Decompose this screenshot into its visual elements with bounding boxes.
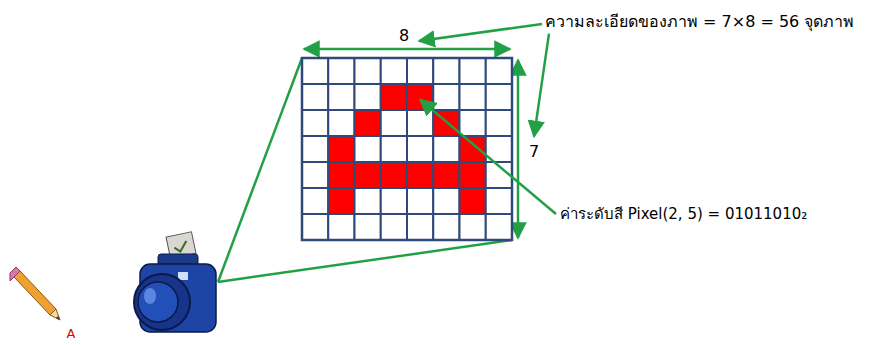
width-value: 8 (397, 26, 411, 45)
pixel-cell (355, 188, 381, 214)
pixel-cell (486, 84, 512, 110)
pixel-cell (460, 136, 486, 162)
pixel-cell (302, 162, 328, 188)
height-arrow (517, 60, 520, 238)
leader-arrow (420, 100, 556, 214)
pixel-cell (328, 188, 354, 214)
pixel-cell (460, 110, 486, 136)
pixel-cell (328, 58, 354, 84)
pixel-cell (355, 136, 381, 162)
pixel-cell (328, 84, 354, 110)
pixel-cell (460, 188, 486, 214)
pixel-cell (433, 162, 459, 188)
pixel-cell (433, 58, 459, 84)
pencil-icon (10, 267, 60, 320)
pixel-cell (355, 58, 381, 84)
pixel-cell (433, 84, 459, 110)
camera-icon (134, 232, 216, 332)
height-value: 7 (527, 142, 541, 161)
pixel-value-note: ค่าระดับสี Pixel(2, 5) = 01011010₂ (560, 205, 807, 223)
pixel-cell (433, 214, 459, 240)
pixel-cell (381, 136, 407, 162)
pixel-cell (407, 58, 433, 84)
pixel-cell (407, 110, 433, 136)
leader-arrow (534, 34, 549, 137)
pixel-cell (407, 162, 433, 188)
pixel-cell (355, 214, 381, 240)
pixel-cell (486, 188, 512, 214)
pixel-cell (355, 84, 381, 110)
pixel-cell (381, 110, 407, 136)
pixel-cell (381, 84, 407, 110)
pixel-cell (407, 188, 433, 214)
view-line (218, 58, 302, 282)
pixel-cell (302, 136, 328, 162)
pixel-cell (433, 188, 459, 214)
pixel-cell (486, 214, 512, 240)
view-line (218, 240, 512, 282)
pixel-cell (460, 58, 486, 84)
pixel-cell (302, 110, 328, 136)
pixel-cell (302, 84, 328, 110)
pixel-cell (328, 214, 354, 240)
pixel-cell (460, 214, 486, 240)
pixel-cell (328, 162, 354, 188)
width-arrow (304, 48, 510, 51)
pixel-cell (355, 110, 381, 136)
pixel-cell (381, 58, 407, 84)
leader-arrow (419, 24, 542, 41)
pixel-cell (328, 136, 354, 162)
resolution-note: ความละเอียดของภาพ = 7×8 = 56 จุดภาพ (545, 12, 854, 31)
pixel-cell (381, 214, 407, 240)
pixel-cell (486, 58, 512, 84)
pixel-cell (302, 188, 328, 214)
pixel-cell (302, 58, 328, 84)
pencil-label: A (67, 326, 76, 342)
pixel-cell (433, 136, 459, 162)
pixel-cell (460, 84, 486, 110)
pixel-cell (328, 110, 354, 136)
pixel-cell (460, 162, 486, 188)
pixel-cell (381, 162, 407, 188)
pixel-cell (302, 214, 328, 240)
pixel-cell (486, 110, 512, 136)
pixel-cell (407, 214, 433, 240)
pixel-cell (355, 162, 381, 188)
pixel-cell (407, 136, 433, 162)
pixel-cell (381, 188, 407, 214)
